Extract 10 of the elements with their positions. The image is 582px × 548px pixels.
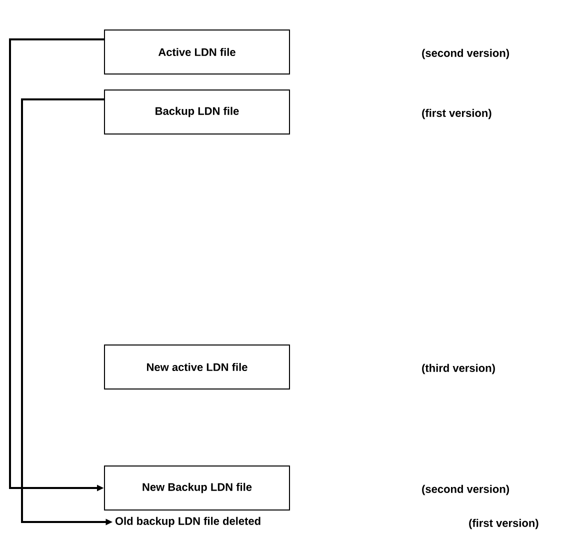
version-note: (first version) <box>469 518 538 530</box>
version-note: (third version) <box>422 364 495 374</box>
version-note: (second version) <box>422 48 509 60</box>
version-note: (first version) <box>422 108 492 120</box>
file-box: Backup LDN file <box>104 90 290 134</box>
file-box: Active LDN file <box>104 30 290 74</box>
file-box: New active LDN file <box>104 344 290 390</box>
file-box: New Backup LDN file <box>104 466 290 510</box>
version-note: (second version) <box>422 484 509 496</box>
node-text: Old backup LDN file deleted <box>115 516 260 528</box>
